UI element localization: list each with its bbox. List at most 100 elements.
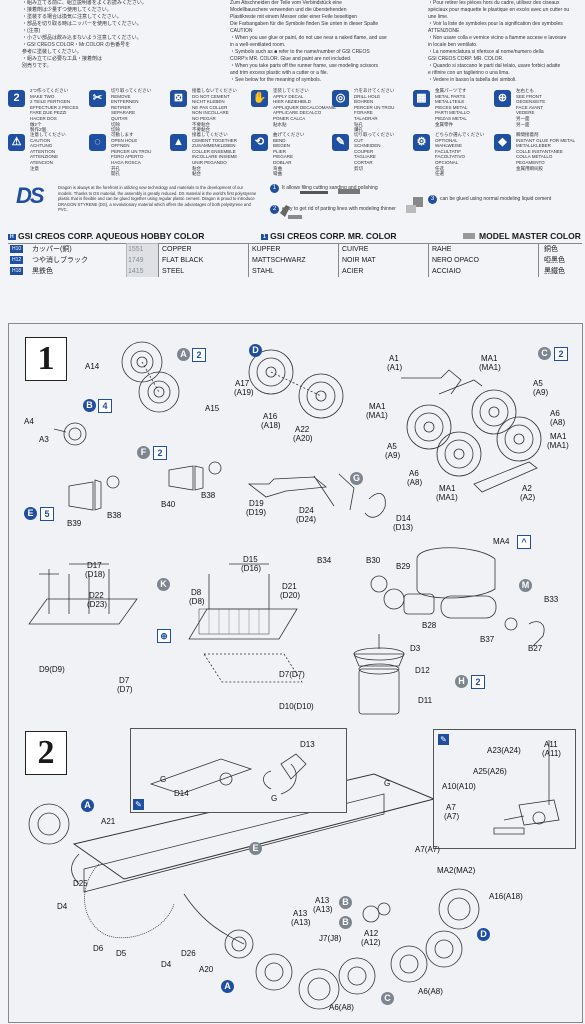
symbol-legend: 2 2つ作ってください MAKE TWO 2 TEILE FERTIGEN EFF…	[8, 88, 578, 176]
label-a5-b: A5	[387, 442, 397, 451]
label-a9-b: (A9)	[385, 451, 401, 460]
label-ma1-paren: (MA1)	[479, 363, 501, 372]
assembly-instructions: 1 2 ✎ ✎ A14 A15 A 2 D A17 (A19) A16 (A18…	[8, 323, 583, 1023]
label-a1: A1	[389, 354, 399, 363]
label-d7: D7	[119, 676, 130, 685]
badge-f-x2: 2	[153, 446, 167, 460]
color-cell-fr: NOIR MAT	[342, 257, 376, 264]
marker-e-s2: E	[249, 842, 262, 855]
color-cell-en: STEEL	[162, 268, 185, 275]
legend-text: 接着しないでください DO NOT CEMENT NICHT KLEBEN NE…	[192, 88, 237, 133]
label-a6-b: A6	[409, 469, 419, 478]
label-a18: (A18)	[261, 421, 281, 430]
jp-text-line: ・接着剤は少量ずつ使用してください。	[22, 7, 112, 13]
marker-b: B	[83, 399, 96, 412]
legend-text: 注意してください CAUTION ACHTUNG ATTENTION ATTEN…	[30, 132, 66, 171]
marker-a-s2-b: A	[221, 980, 234, 993]
label-a25: A25(A26)	[473, 767, 507, 776]
label-a5: A5	[533, 379, 543, 388]
fr-it-text-line: e rifinire con un taglierino o una lima.	[428, 70, 510, 76]
mr-color-header: 1 GSI CREOS CORP. MR. COLOR	[261, 231, 397, 241]
inset-a11-detail: ✎	[433, 729, 576, 849]
fr-it-text-line: une lime.	[428, 14, 449, 20]
label-ma1-d-paren: (MA1)	[436, 493, 458, 502]
label-a13-a-paren: (A13)	[291, 918, 311, 927]
marker-b-s2: B	[339, 896, 352, 909]
marker-e: E	[24, 507, 37, 520]
cut-icon-2: ✎	[438, 734, 449, 745]
text-column-french-italian: ・Pour retirer les pièces hors du cadre, …	[428, 0, 583, 84]
label-b40: B40	[161, 500, 176, 509]
legend-symbol-icon: 2	[8, 90, 25, 107]
label-d7-b: D7(D7)	[279, 670, 305, 679]
color-cell-fr: CUIVRE	[342, 246, 369, 253]
label-a16: A16	[263, 412, 278, 421]
color-cell-it: NERO OPACO	[432, 257, 479, 264]
label-a9: (A9)	[533, 388, 549, 397]
assembly-linework	[28, 341, 545, 1010]
label-a8-b: (A8)	[407, 478, 423, 487]
legend-text: 可動します OPEN HOLE OFFNEN PERCER UN TROU FO…	[111, 132, 152, 177]
label-d4: D4	[57, 902, 68, 911]
label-ma1-d: MA1	[439, 484, 456, 493]
label-a3: A3	[39, 435, 49, 444]
label-a8: (A8)	[550, 418, 566, 427]
label-a12: A12	[364, 929, 379, 938]
legend-symbol-icon: ⊠	[170, 90, 187, 107]
ds-material-banner: DS Dragon is always at the forefront in …	[8, 183, 578, 227]
fr-it-text-line: ・Non usare colla e vernice vicino a fiam…	[428, 35, 567, 41]
label-b27: B27	[528, 644, 543, 653]
de-en-text-line: ・When you take parts off the runner fram…	[230, 63, 379, 69]
color-cell-zh: 黑鐵色	[544, 268, 565, 275]
label-d9: D9(D9)	[39, 665, 65, 674]
legend-item: ⊠ 接着しないでください DO NOT CEMENT NICHT KLEBEN N…	[170, 88, 258, 132]
legend-symbol-icon: ✋	[251, 90, 268, 107]
label-b39: B39	[67, 519, 82, 528]
marker-f: F	[137, 446, 150, 459]
label-d8-paren: (D8)	[189, 597, 205, 606]
legend-item: ✎切り取ってください CUT SCHNEIDEN COUPER TAGLIARE…	[332, 132, 420, 172]
label-ma2: MA2(MA2)	[437, 866, 476, 875]
label-d23: (D23)	[87, 600, 108, 609]
fr-it-text-line: ・La nomenclatura si riferisce al nome/nu…	[428, 49, 544, 55]
label-a12-paren: (A12)	[361, 938, 381, 947]
label-d24-paren: (D24)	[296, 515, 317, 524]
label-d17: D17	[87, 561, 102, 570]
legend-text: 2つ作ってください MAKE TWO 2 TEILE FERTIGEN EFFE…	[30, 88, 79, 133]
legend-text: 瞬間接着剤 INSTANT GLUE FOR METAL METALLKLEBE…	[516, 132, 576, 171]
color-cell-jp: カッパー(銅)	[32, 246, 72, 253]
label-d19-paren: (D19)	[246, 508, 267, 517]
label-d14-s2: D14	[174, 789, 189, 798]
legend-symbol-icon: ⊕	[494, 90, 511, 107]
fr-it-text-line: in locale ben ventilato.	[428, 42, 478, 48]
label-a15: A15	[205, 404, 220, 413]
ds-description: Dragon is always at the forefront in uti…	[58, 185, 257, 213]
marker-c: C	[538, 347, 551, 360]
label-a6a8: A6(A8)	[329, 1003, 354, 1012]
flip-icon: ⊕	[157, 629, 171, 643]
legend-text: どちらか選んでください OPTIONAL WAHLWEISE FACULTATI…	[435, 132, 485, 177]
de-en-text-line: and trim excess plastic with a cutter or…	[230, 70, 329, 76]
label-g-2: G	[271, 794, 278, 803]
text-column-german-english: Zum Abschneiden der Teile vom Verbindstü…	[230, 0, 410, 84]
legend-item: ▲接着してください CEMENT TOGETHER ZUSAMMENKLEBEN…	[170, 132, 258, 176]
legend-item: ◆瞬間接着剤 INSTANT GLUE FOR METAL METALLKLEB…	[494, 132, 582, 172]
label-d14: D14	[396, 514, 411, 523]
legend-text: 左右とも SEE FRONT GEGENSEITE FACE AVANT VED…	[516, 88, 546, 127]
color-cell-en: FLAT BLACK	[162, 257, 204, 264]
label-b37: B37	[480, 635, 495, 644]
color-cell-h: H10	[10, 245, 24, 253]
legend-item: ⚙どちらか選んでください OPTIONAL WAHLWEISE FACULTAT…	[413, 132, 501, 176]
label-ma1: MA1	[481, 354, 498, 363]
step-1-number: 1	[25, 337, 67, 381]
badge-a-x2: 2	[192, 348, 206, 362]
jp-text-line: ・組み立てる前に、組立説明書をよくお読みください。	[22, 0, 147, 6]
badge-ma4: ^	[517, 535, 531, 549]
color-cell-de: MATTSCHWARZ	[252, 257, 306, 264]
legend-item: ⚠注意してください CAUTION ACHTUNG ATTENTION ATTE…	[8, 132, 96, 172]
label-ma1-b-paren: (MA1)	[366, 411, 388, 420]
label-a19: (A19)	[234, 388, 254, 397]
label-a22: A22	[295, 425, 310, 434]
legend-text: 接着してください CEMENT TOGETHER ZUSAMMENKLEBEN …	[192, 132, 238, 177]
